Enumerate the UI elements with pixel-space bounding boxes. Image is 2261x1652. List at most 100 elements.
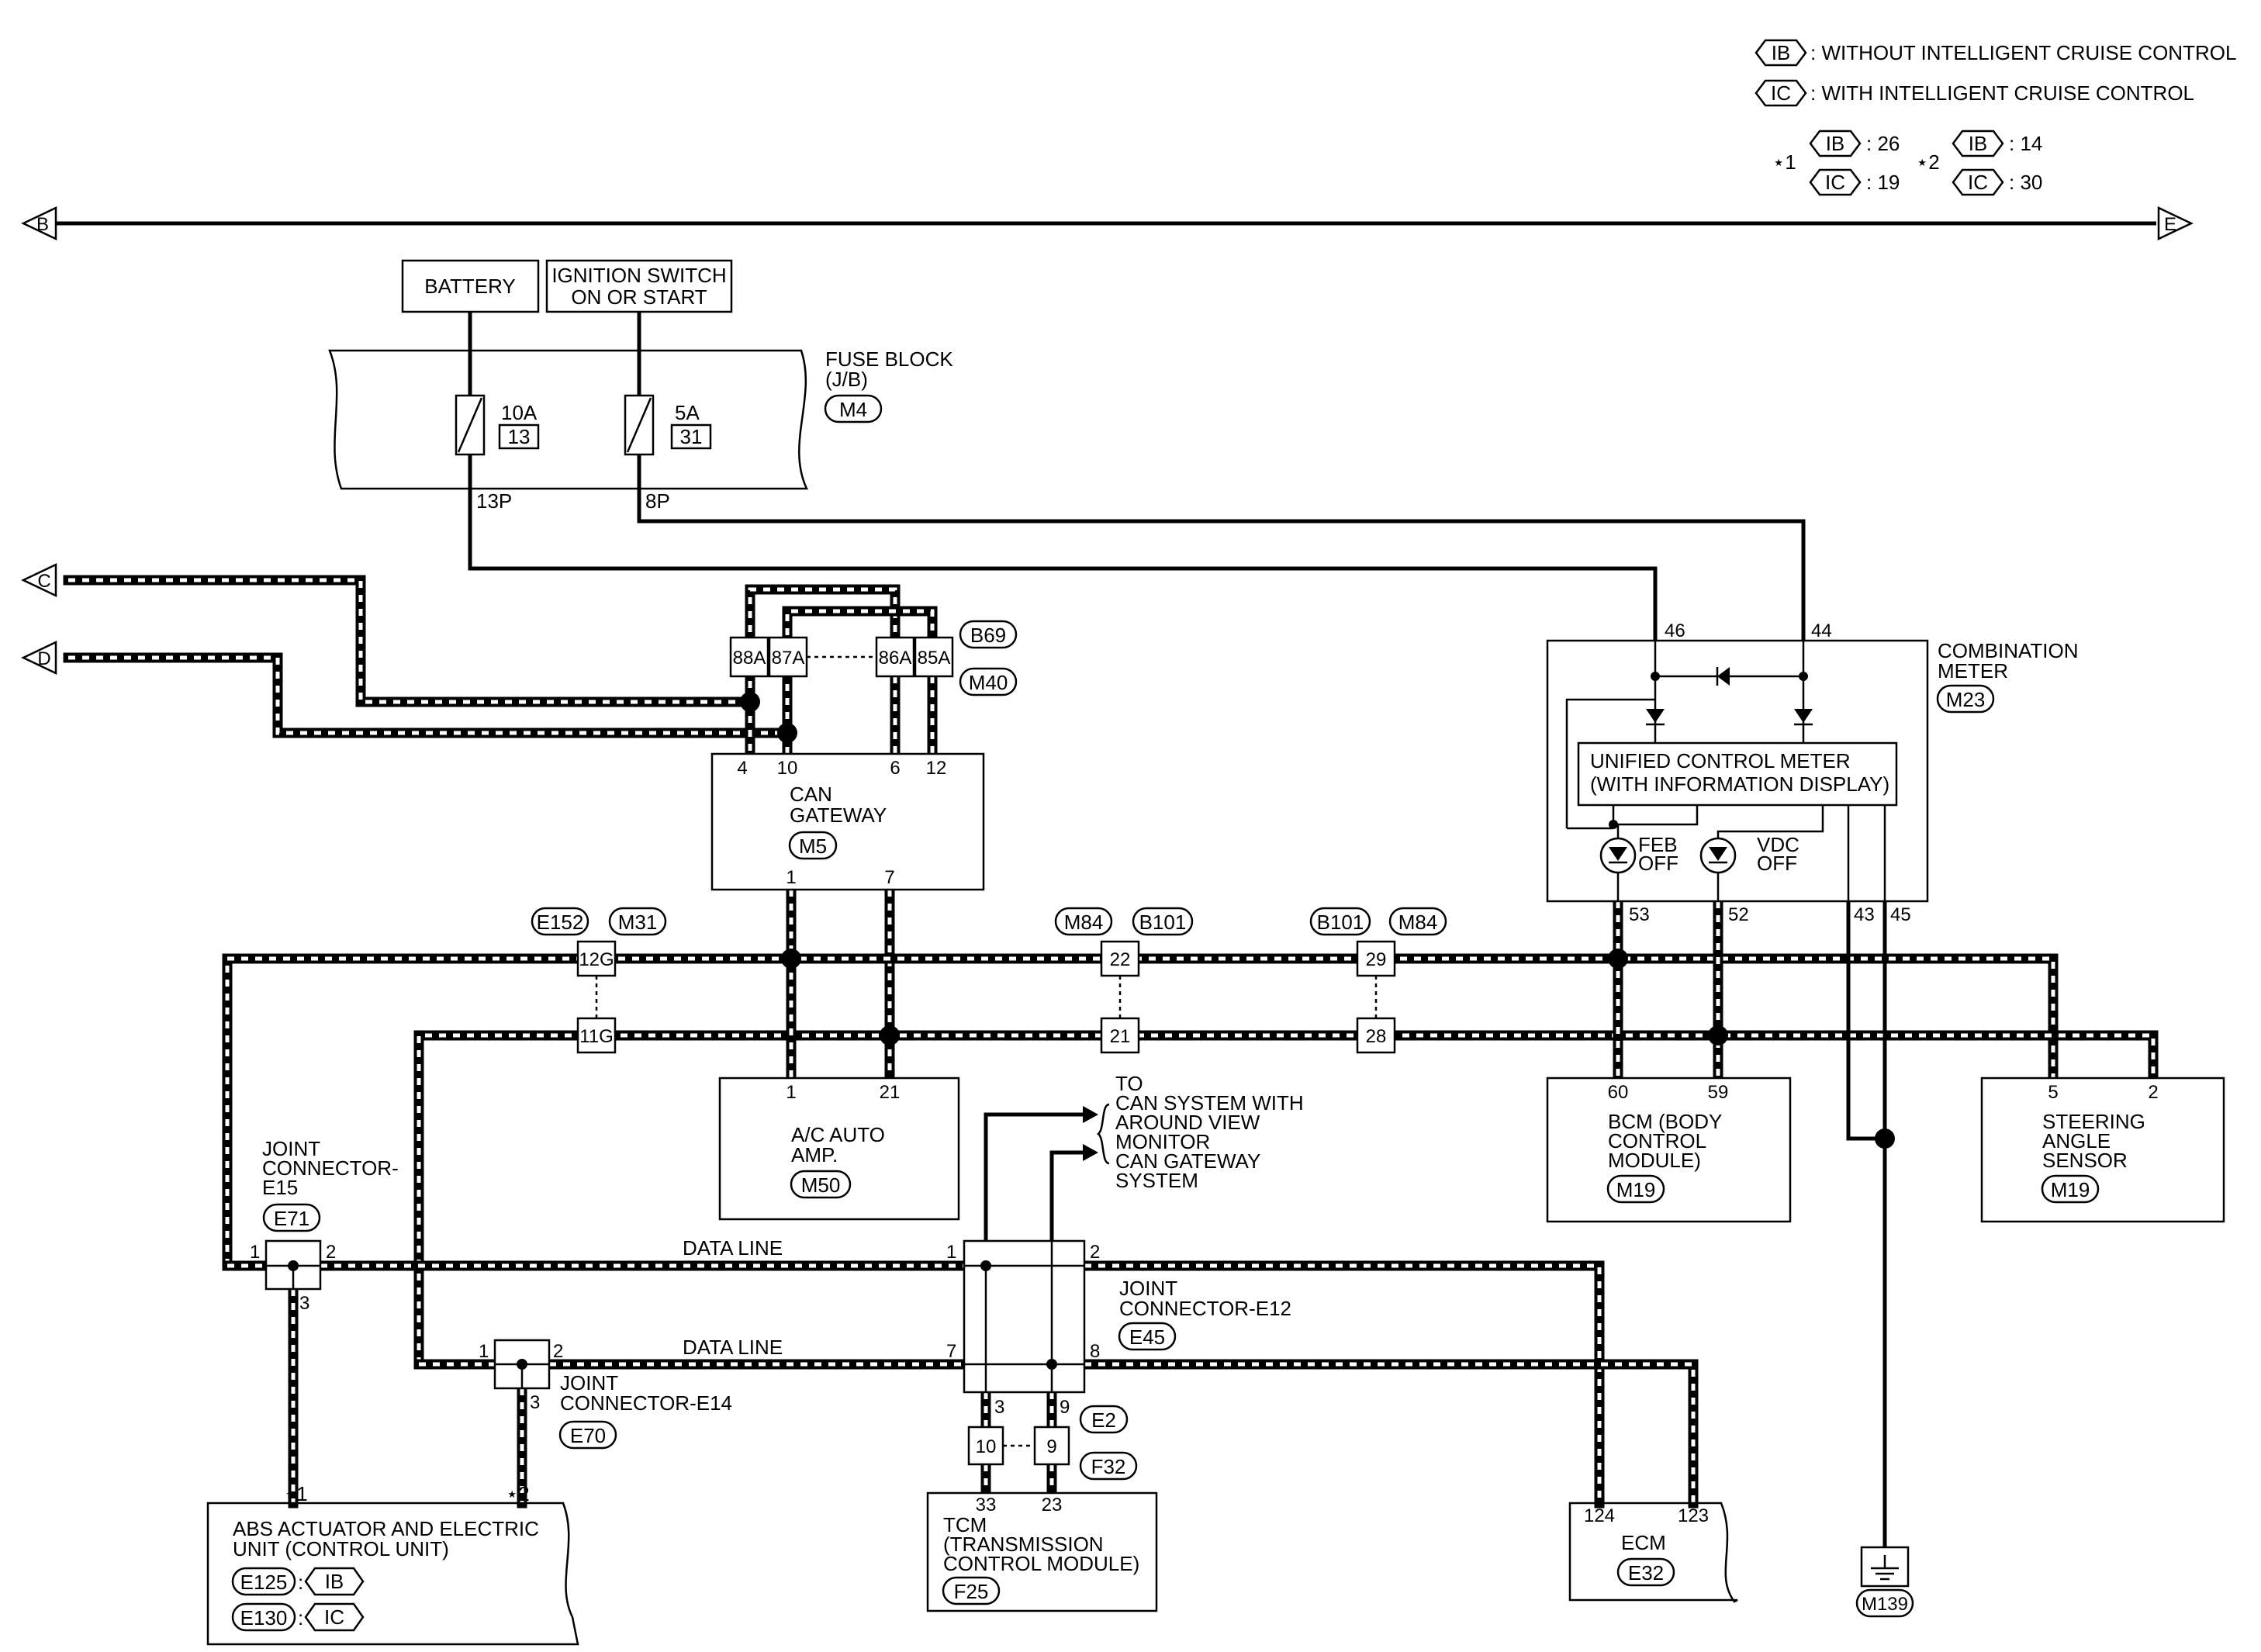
fuse-block-conn-badge — [824, 394, 883, 423]
ecm-conn: E32 — [1628, 1561, 1664, 1585]
arrow-right-icon — [1083, 1144, 1098, 1161]
bcm-label-1: BCM (BODY — [1608, 1110, 1722, 1133]
pin-10 — [967, 1426, 1004, 1466]
vdc-label-2: OFF — [1757, 852, 1797, 875]
legend-note1-mark: ⋆1 — [1772, 150, 1796, 174]
battery-label: BATTERY — [424, 275, 516, 298]
legend-note2-mark: ⋆2 — [1916, 150, 1940, 174]
fuse2-pin: 8P — [645, 489, 670, 513]
abs-pin-1: ⋆1 — [284, 1482, 308, 1505]
ecm-label: ECM — [1621, 1531, 1666, 1554]
diode-icon — [1717, 667, 1730, 686]
jc15-label-3: E15 — [262, 1176, 298, 1199]
e130-badge — [231, 1602, 296, 1632]
legend-ib-tag-label: IB — [1772, 41, 1791, 64]
can-line-d — [63, 652, 793, 738]
bcm-label-3: MODULE) — [1608, 1149, 1701, 1172]
jc12-pin-1: 1 — [946, 1242, 956, 1263]
bus-c-arrow — [21, 563, 57, 597]
bus-e-label: E — [2164, 214, 2176, 235]
fuse2-no-box — [670, 423, 712, 450]
bus-b-arrow — [21, 206, 57, 240]
sas-pin-2: 2 — [2148, 1082, 2158, 1103]
ucm-label-1: UNIFIED CONTROL METER — [1590, 749, 1851, 772]
data-line-label-2: DATA LINE — [683, 1336, 783, 1359]
pin-88a-label: 88A — [733, 648, 766, 669]
combo-label-1: COMBINATION — [1938, 639, 2079, 662]
abs-pin-2: ⋆2 — [506, 1482, 530, 1505]
legend: IB : WITHOUT INTELLIGENT CRUISE CONTROL … — [1755, 39, 2236, 196]
sas-conn-badge — [2041, 1174, 2100, 1204]
joint-connector-e15: JOINT CONNECTOR- E15 E71 1 2 3 — [250, 1137, 399, 1314]
fuse1-no-box — [498, 423, 540, 450]
arrow-right-icon — [1083, 1106, 1098, 1123]
ac-label-1: A/C AUTO — [791, 1123, 885, 1146]
ac-conn: M50 — [801, 1173, 841, 1197]
jc12-pin-9: 9 — [1060, 1397, 1070, 1418]
tcm-connector: 10 9 E2 F32 — [967, 1405, 1138, 1481]
steering-angle-sensor: 5 2 STEERING ANGLE SENSOR M19 — [1980, 1077, 2225, 1223]
ac-auto-amp: 1 21 A/C AUTO AMP. M50 — [718, 1077, 960, 1221]
can-gateway: 4 10 6 12 CAN GATEWAY M5 1 7 — [710, 752, 985, 891]
bcm-conn-badge — [1606, 1174, 1665, 1204]
pin-87a-label: 87A — [772, 648, 805, 669]
abs-box — [206, 1502, 579, 1646]
abs-colon-1: : — [298, 1571, 303, 1594]
bcm: 60 59 BCM (BODY CONTROL MODULE) M19 — [1546, 1077, 1792, 1223]
fuse-block-outline — [328, 349, 808, 490]
legend-ib-tag — [1755, 39, 1807, 67]
b101a-label: B101 — [1139, 911, 1187, 934]
bus-d-arrow — [21, 641, 57, 675]
to-can-label-5: CAN GATEWAY — [1115, 1149, 1260, 1173]
jc14-pin-2: 2 — [553, 1341, 563, 1362]
jc15-conn-badge — [262, 1203, 321, 1232]
b69-label: B69 — [970, 624, 1006, 647]
can-line-c — [63, 575, 755, 707]
pin-29-label: 29 — [1366, 949, 1387, 970]
ac-label-2: AMP. — [791, 1143, 838, 1166]
abs-ib-label: IB — [325, 1570, 344, 1593]
combo-pin-46: 46 — [1665, 620, 1685, 641]
sas-box — [1980, 1077, 2225, 1223]
vdc-label-1: VDC — [1757, 833, 1799, 856]
pin-86a-label: 86A — [879, 648, 912, 669]
bus-b-e: B E — [21, 206, 2194, 240]
bcm-box — [1546, 1077, 1792, 1223]
pin-9-label: 9 — [1046, 1436, 1056, 1457]
jc12-pin-8: 8 — [1090, 1341, 1100, 1362]
pin-85a-label: 85A — [918, 648, 951, 669]
m40-label: M40 — [969, 671, 1008, 694]
to-can-label-2: CAN SYSTEM WITH — [1115, 1091, 1304, 1115]
can-lines — [63, 575, 2159, 1509]
legend-note2-ic-tag — [1952, 168, 2004, 196]
jc12-label-2: CONNECTOR-E12 — [1119, 1297, 1291, 1320]
legend-note1-ic-value: : 19 — [1866, 171, 1900, 194]
unified-control-meter-box — [1577, 741, 1898, 807]
bcm-pin-59: 59 — [1708, 1082, 1729, 1103]
m84b-label: M84 — [1398, 911, 1438, 934]
pin-28-label: 28 — [1366, 1026, 1387, 1047]
tcm-label-3: CONTROL MODULE) — [943, 1552, 1139, 1575]
e125-badge — [231, 1567, 296, 1596]
splice-dot — [777, 723, 797, 743]
abs-actuator: ⋆1 ⋆2 ABS ACTUATOR AND ELECTRIC UNIT (CO… — [206, 1482, 579, 1646]
b101a-badge — [1132, 907, 1194, 936]
legend-note1-ic-tag — [1809, 168, 1862, 196]
to-can-label-1: TO — [1115, 1072, 1143, 1095]
sas-conn: M19 — [2051, 1178, 2090, 1201]
legend-note2-ic-label: IC — [1968, 171, 1988, 194]
fuse-block-name-1: FUSE BLOCK — [825, 347, 953, 371]
to-can-label-6: SYSTEM — [1115, 1169, 1198, 1192]
jc12-label-1: JOINT — [1119, 1277, 1177, 1300]
m84b-badge — [1388, 907, 1447, 936]
jc15-label-2: CONNECTOR- — [262, 1156, 399, 1180]
e152-badge — [531, 907, 589, 936]
abs-ic-label: IC — [324, 1605, 344, 1629]
m84a-label: M84 — [1064, 911, 1104, 934]
combo-conn: M23 — [1946, 688, 1986, 711]
ignition-switch-label-2: ON OR START — [571, 285, 707, 309]
bus-e-arrow — [2157, 206, 2194, 240]
combo-pin-43: 43 — [1854, 904, 1875, 925]
legend-note1-ib-tag — [1809, 130, 1862, 157]
